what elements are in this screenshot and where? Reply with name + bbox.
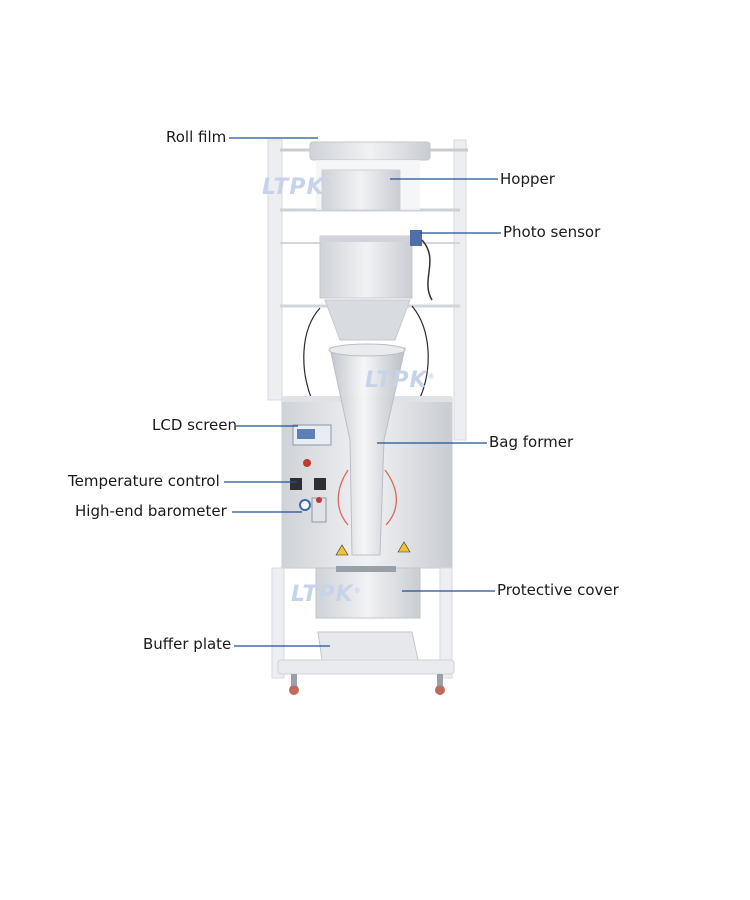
warning-sticker-right bbox=[397, 541, 411, 553]
caster-stem-left bbox=[291, 674, 297, 686]
temperature-controller-1 bbox=[290, 478, 302, 490]
caster-right bbox=[435, 685, 445, 695]
weigher-funnel bbox=[324, 299, 411, 341]
right-frame-column bbox=[453, 139, 467, 441]
caster-stem-right bbox=[437, 674, 443, 686]
watermark-logo: LTPK® bbox=[365, 368, 436, 393]
leader-lines bbox=[224, 137, 501, 647]
watermark-logo: LTPK® bbox=[262, 175, 333, 200]
label-hopper: Hopper bbox=[500, 170, 555, 188]
label-roll-film: Roll film bbox=[166, 128, 227, 146]
wire-left bbox=[303, 307, 321, 401]
sensor-cable bbox=[421, 239, 433, 301]
lcd-display bbox=[297, 429, 315, 439]
left-frame-column bbox=[267, 139, 283, 401]
cover-slot bbox=[336, 566, 396, 572]
photo-sensor-unit bbox=[410, 230, 422, 246]
barometer-knob bbox=[316, 497, 322, 503]
heater-wire-right bbox=[384, 469, 397, 526]
lower-frame-right bbox=[439, 567, 453, 679]
warning-sticker-left bbox=[335, 544, 349, 556]
wire-right bbox=[411, 305, 429, 399]
hopper bbox=[321, 169, 401, 211]
base-frame bbox=[277, 659, 455, 675]
roll-film bbox=[309, 141, 431, 161]
lower-frame-left bbox=[271, 567, 285, 679]
label-bag-former: Bag former bbox=[489, 433, 574, 451]
weigher-box bbox=[319, 235, 413, 299]
heater-wire-left bbox=[337, 469, 349, 526]
weigher-rim bbox=[320, 236, 412, 242]
label-buffer-plate: Buffer plate bbox=[143, 635, 232, 653]
machine bbox=[267, 139, 468, 695]
cone-rim bbox=[328, 343, 406, 357]
barometer-gauge bbox=[299, 499, 311, 511]
watermark-logo: LTPK® bbox=[291, 582, 362, 607]
buffer-plate bbox=[317, 631, 419, 661]
label-photo-sensor: Photo sensor bbox=[503, 223, 601, 241]
label-lcd-screen: LCD screen bbox=[152, 416, 238, 434]
temperature-controller-2 bbox=[314, 478, 326, 490]
protective-cover bbox=[315, 567, 421, 619]
label-temperature-control: Temperature control bbox=[68, 472, 220, 490]
label-barometer: High-end barometer bbox=[75, 502, 227, 520]
caster-left bbox=[289, 685, 299, 695]
power-button bbox=[303, 459, 311, 467]
label-protective-cover: Protective cover bbox=[497, 581, 619, 599]
bag-former-cone bbox=[329, 347, 406, 556]
